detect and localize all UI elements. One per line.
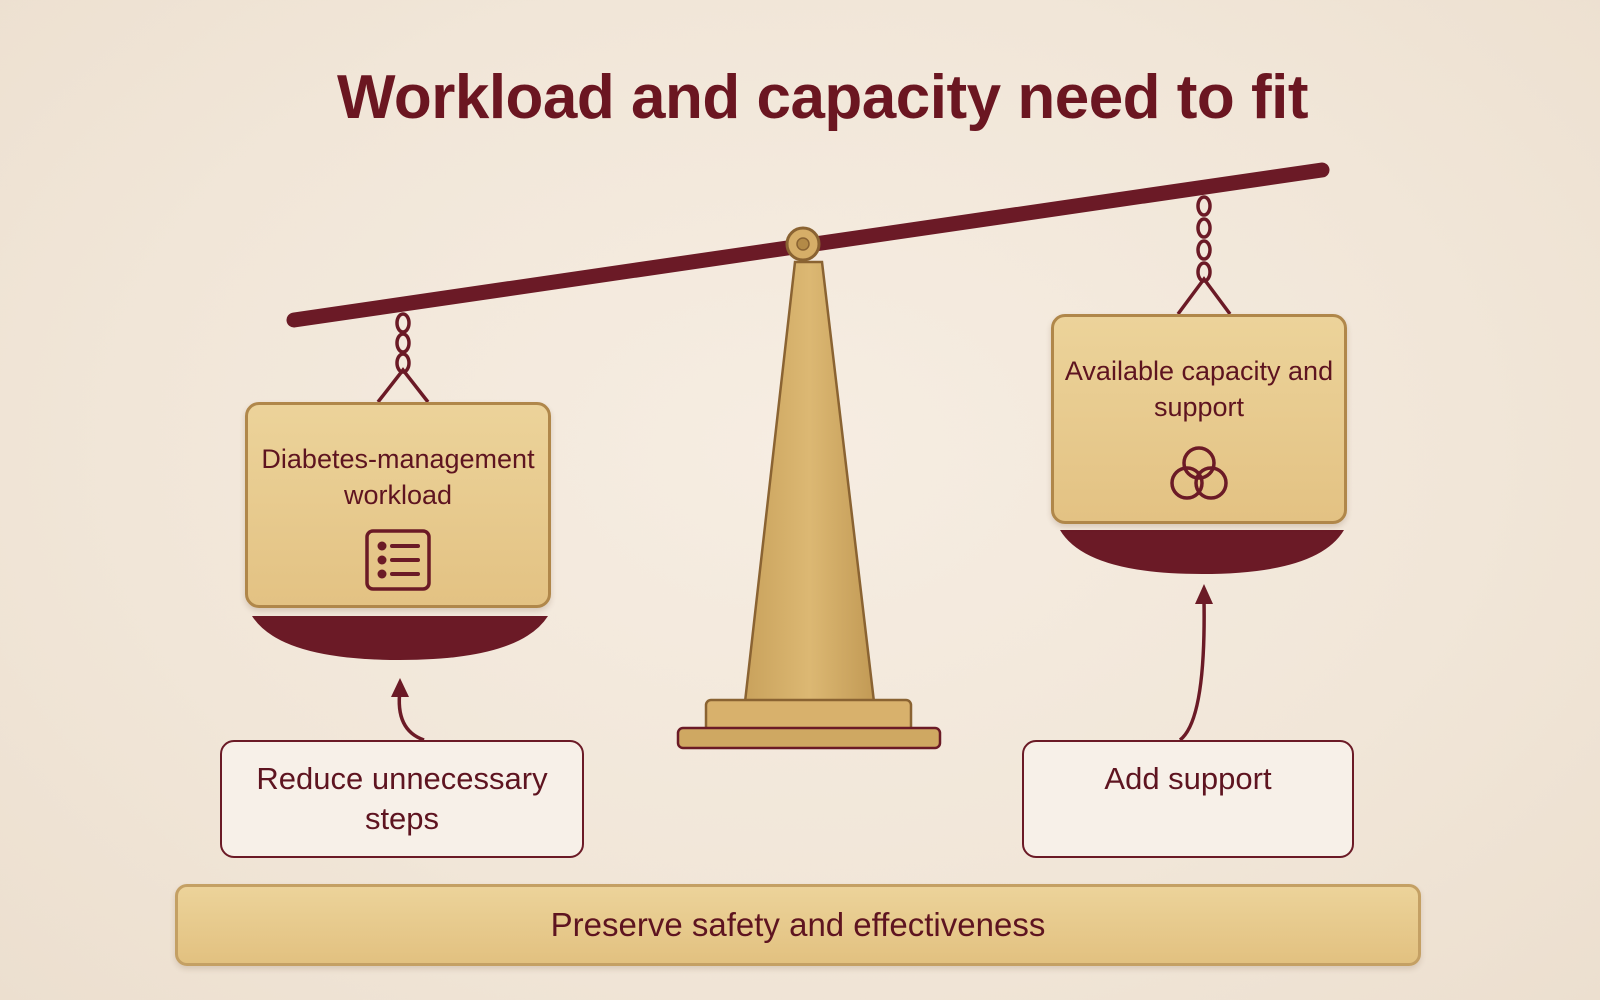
left-pan-dish: [252, 616, 548, 660]
workload-pan-box: Diabetes-management workload: [245, 402, 551, 608]
footer-banner: Preserve safety and effectiveness: [175, 884, 1421, 966]
right-pan-dish: [1060, 530, 1344, 574]
reduce-steps-label: Reduce unnecessary steps: [256, 761, 548, 836]
left-chain: [376, 312, 430, 404]
footer-label: Preserve safety and effectiveness: [550, 906, 1046, 943]
right-chain: [1176, 195, 1232, 316]
page-title: Workload and capacity need to fit: [336, 63, 1309, 132]
scale-base-lower: [676, 726, 942, 750]
checklist-icon: [365, 529, 431, 596]
left-arrow: [397, 689, 425, 742]
workload-label: Diabetes-management workload: [261, 444, 535, 510]
add-support-box: Add support: [1022, 740, 1354, 858]
scale-pillar: [743, 260, 876, 704]
capacity-pan-box: Available capacity and support: [1051, 314, 1347, 524]
interlocking-circles-icon: [1167, 445, 1231, 508]
add-support-label: Add support: [1104, 761, 1272, 796]
capacity-label: Available capacity and support: [1064, 356, 1334, 422]
reduce-steps-box: Reduce unnecessary steps: [220, 740, 584, 858]
right-arrow: [1178, 599, 1206, 742]
